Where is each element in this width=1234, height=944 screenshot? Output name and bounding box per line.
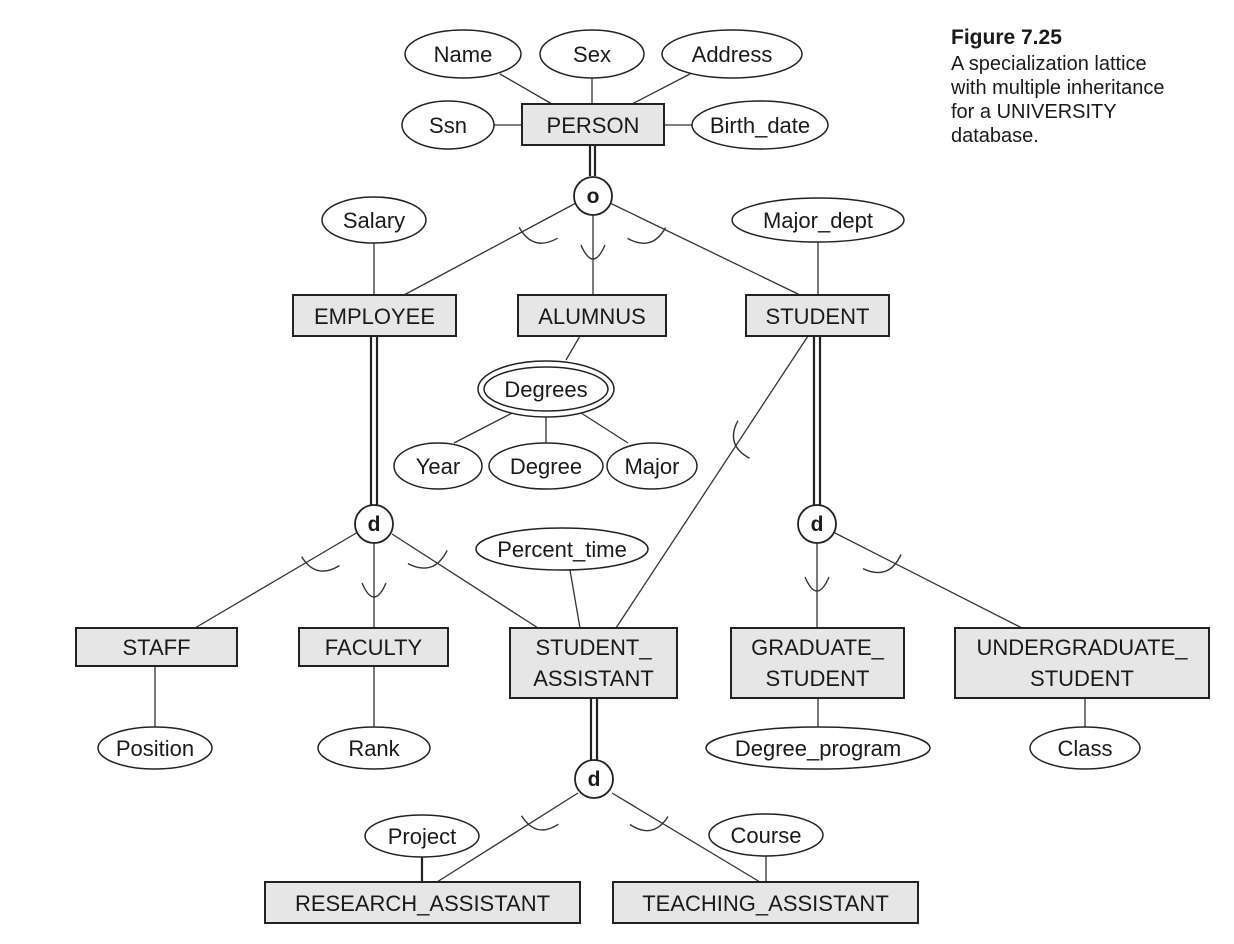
svg-text:Address: Address [692, 42, 773, 67]
svg-text:Class: Class [1057, 736, 1112, 761]
attribute-name: Name [404, 29, 522, 79]
attribute-degree-program: Degree_program [705, 726, 931, 770]
svg-text:GRADUATE_: GRADUATE_ [751, 635, 885, 660]
attribute-project: Project [364, 814, 480, 858]
entity-student: STUDENT [745, 294, 890, 337]
attribute-ssn: Ssn [401, 100, 495, 150]
entity-research-assistant: RESEARCH_ASSISTANT [264, 881, 581, 924]
svg-text:TEACHING_ASSISTANT: TEACHING_ASSISTANT [642, 891, 889, 916]
svg-text:Salary: Salary [343, 208, 405, 233]
figure-number: Figure 7.25 [951, 26, 1062, 49]
svg-text:Position: Position [116, 736, 194, 761]
svg-text:FACULTY: FACULTY [325, 635, 423, 660]
svg-text:Percent_time: Percent_time [497, 537, 627, 562]
specialization-circle-person: o [573, 176, 613, 216]
svg-text:Major_dept: Major_dept [763, 208, 873, 233]
svg-text:Rank: Rank [348, 736, 400, 761]
svg-text:RESEARCH_ASSISTANT: RESEARCH_ASSISTANT [295, 891, 550, 916]
entity-person: PERSON [521, 103, 665, 146]
entity-staff: STAFF [75, 627, 238, 667]
svg-text:ASSISTANT: ASSISTANT [533, 666, 654, 691]
entity-employee: EMPLOYEE [292, 294, 457, 337]
attribute-year: Year [393, 442, 483, 490]
entity-faculty: FACULTY [298, 627, 449, 667]
attribute-percent-time: Percent_time [475, 527, 649, 571]
attribute-sex: Sex [539, 29, 645, 79]
caption-line: with multiple inheritance [951, 77, 1165, 99]
svg-text:STAFF: STAFF [122, 635, 190, 660]
connector-lines [154, 73, 1086, 883]
caption-line: A specialization lattice [951, 53, 1147, 75]
figure-caption: Figure 7.25 A specialization lattice wit… [951, 26, 1231, 148]
svg-text:o: o [587, 185, 600, 208]
svg-text:Degree: Degree [510, 454, 582, 479]
specialization-circle-student: d [797, 504, 837, 544]
attribute-course: Course [708, 813, 824, 857]
attribute-birth-date: Birth_date [691, 100, 829, 150]
attribute-major: Major [606, 442, 698, 490]
subset-symbols [301, 227, 902, 832]
entity-teaching-assistant: TEACHING_ASSISTANT [612, 881, 919, 924]
svg-text:Birth_date: Birth_date [710, 113, 810, 138]
svg-text:UNDERGRADUATE_: UNDERGRADUATE_ [976, 635, 1188, 660]
svg-text:Course: Course [731, 823, 802, 848]
svg-text:d: d [588, 768, 601, 791]
svg-text:Major: Major [624, 454, 679, 479]
caption-line: for a UNIVERSITY [951, 101, 1117, 123]
svg-text:d: d [368, 513, 381, 536]
svg-text:Ssn: Ssn [429, 113, 467, 138]
entity-student-assistant: STUDENT_ ASSISTANT [509, 627, 678, 699]
svg-text:STUDENT_: STUDENT_ [535, 635, 652, 660]
svg-text:Degree_program: Degree_program [735, 736, 901, 761]
attribute-degrees-multivalued: Degrees [477, 360, 615, 418]
svg-text:EMPLOYEE: EMPLOYEE [314, 304, 435, 329]
attribute-degree: Degree [488, 442, 604, 490]
attribute-rank: Rank [317, 726, 431, 770]
svg-text:Degrees: Degrees [504, 377, 587, 402]
specialization-circle-student-assistant: d [574, 759, 614, 799]
svg-text:Name: Name [434, 42, 493, 67]
attribute-major-dept: Major_dept [731, 197, 905, 243]
svg-text:Year: Year [416, 454, 460, 479]
entity-graduate-student: GRADUATE_ STUDENT [730, 627, 905, 699]
attribute-address: Address [661, 29, 803, 79]
svg-text:Project: Project [388, 824, 456, 849]
svg-text:STUDENT: STUDENT [766, 304, 870, 329]
entity-undergraduate-student: UNDERGRADUATE_ STUDENT [954, 627, 1210, 699]
attribute-position: Position [97, 726, 213, 770]
svg-text:d: d [811, 513, 824, 536]
svg-text:STUDENT: STUDENT [1030, 666, 1134, 691]
attribute-class: Class [1029, 726, 1141, 770]
specialization-circle-employee: d [354, 504, 394, 544]
attribute-salary: Salary [321, 196, 427, 244]
svg-text:ALUMNUS: ALUMNUS [538, 304, 646, 329]
svg-text:PERSON: PERSON [547, 113, 640, 138]
caption-line: database. [951, 125, 1039, 147]
entity-alumnus: ALUMNUS [517, 294, 667, 337]
svg-text:Sex: Sex [573, 42, 611, 67]
svg-text:STUDENT: STUDENT [766, 666, 870, 691]
